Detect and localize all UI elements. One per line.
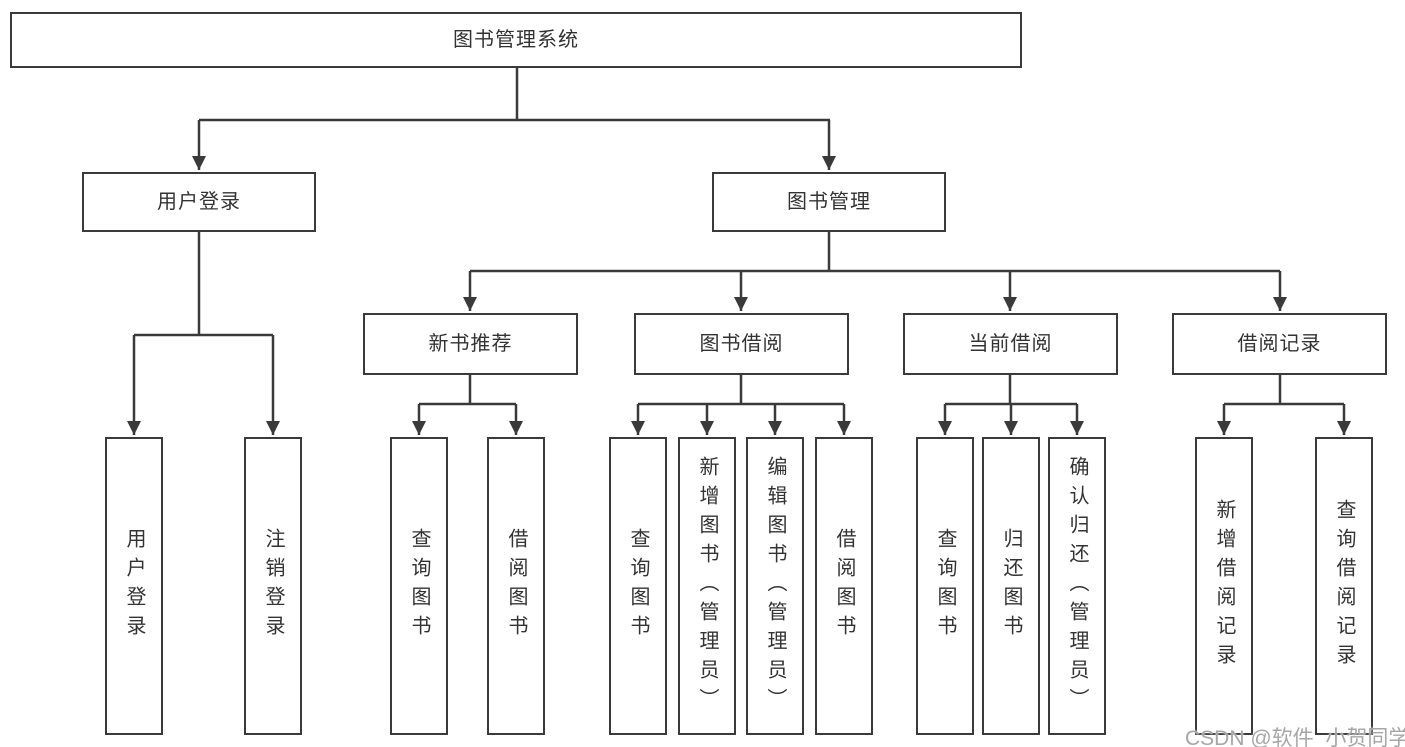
leaf-query-books-1: 查询图书 bbox=[390, 437, 448, 735]
node-borrow-records: 借阅记录 bbox=[1172, 313, 1387, 375]
leaf-add-books-admin: 新增图书（管理员） bbox=[678, 437, 736, 735]
node-book-borrow: 图书借阅 bbox=[634, 313, 849, 375]
node-book-management: 图书管理 bbox=[712, 172, 946, 232]
leaf-label: 用户登录 bbox=[123, 528, 145, 644]
node-book-management-system: 图书管理系统 bbox=[10, 12, 1022, 68]
leaf-user-login: 用户登录 bbox=[105, 437, 163, 735]
leaf-label: 新增图书（管理员） bbox=[696, 455, 718, 717]
leaf-query-books-3: 查询图书 bbox=[916, 437, 974, 735]
leaf-borrow-books-2: 借阅图书 bbox=[815, 437, 873, 735]
leaf-label: 注销登录 bbox=[262, 528, 284, 644]
leaf-query-books-2: 查询图书 bbox=[609, 437, 667, 735]
leaf-label: 编辑图书（管理员） bbox=[764, 455, 786, 717]
leaf-query-borrow-record: 查询借阅记录 bbox=[1315, 437, 1373, 735]
leaf-label: 确认归还（管理员） bbox=[1066, 455, 1088, 717]
node-user-login: 用户登录 bbox=[82, 172, 316, 232]
leaf-edit-books-admin: 编辑图书（管理员） bbox=[746, 437, 804, 735]
leaf-add-borrow-record: 新增借阅记录 bbox=[1195, 437, 1253, 735]
leaf-label: 借阅图书 bbox=[833, 528, 855, 644]
leaf-confirm-return-admin: 确认归还（管理员） bbox=[1048, 437, 1106, 735]
leaf-label: 新增借阅记录 bbox=[1213, 499, 1235, 673]
node-current-borrow: 当前借阅 bbox=[903, 313, 1118, 375]
leaf-return-books: 归还图书 bbox=[982, 437, 1040, 735]
leaf-label: 查询图书 bbox=[627, 528, 649, 644]
leaf-label: 查询图书 bbox=[934, 528, 956, 644]
csdn-watermark: CSDN @软件_小贺同学 bbox=[1185, 727, 1405, 747]
leaf-borrow-books-1: 借阅图书 bbox=[487, 437, 545, 735]
leaf-label: 归还图书 bbox=[1000, 528, 1022, 644]
leaf-label: 查询图书 bbox=[408, 528, 430, 644]
leaf-label: 借阅图书 bbox=[505, 528, 527, 644]
leaf-logout: 注销登录 bbox=[244, 437, 302, 735]
node-new-book-recommend: 新书推荐 bbox=[363, 313, 578, 375]
leaf-label: 查询借阅记录 bbox=[1333, 499, 1355, 673]
